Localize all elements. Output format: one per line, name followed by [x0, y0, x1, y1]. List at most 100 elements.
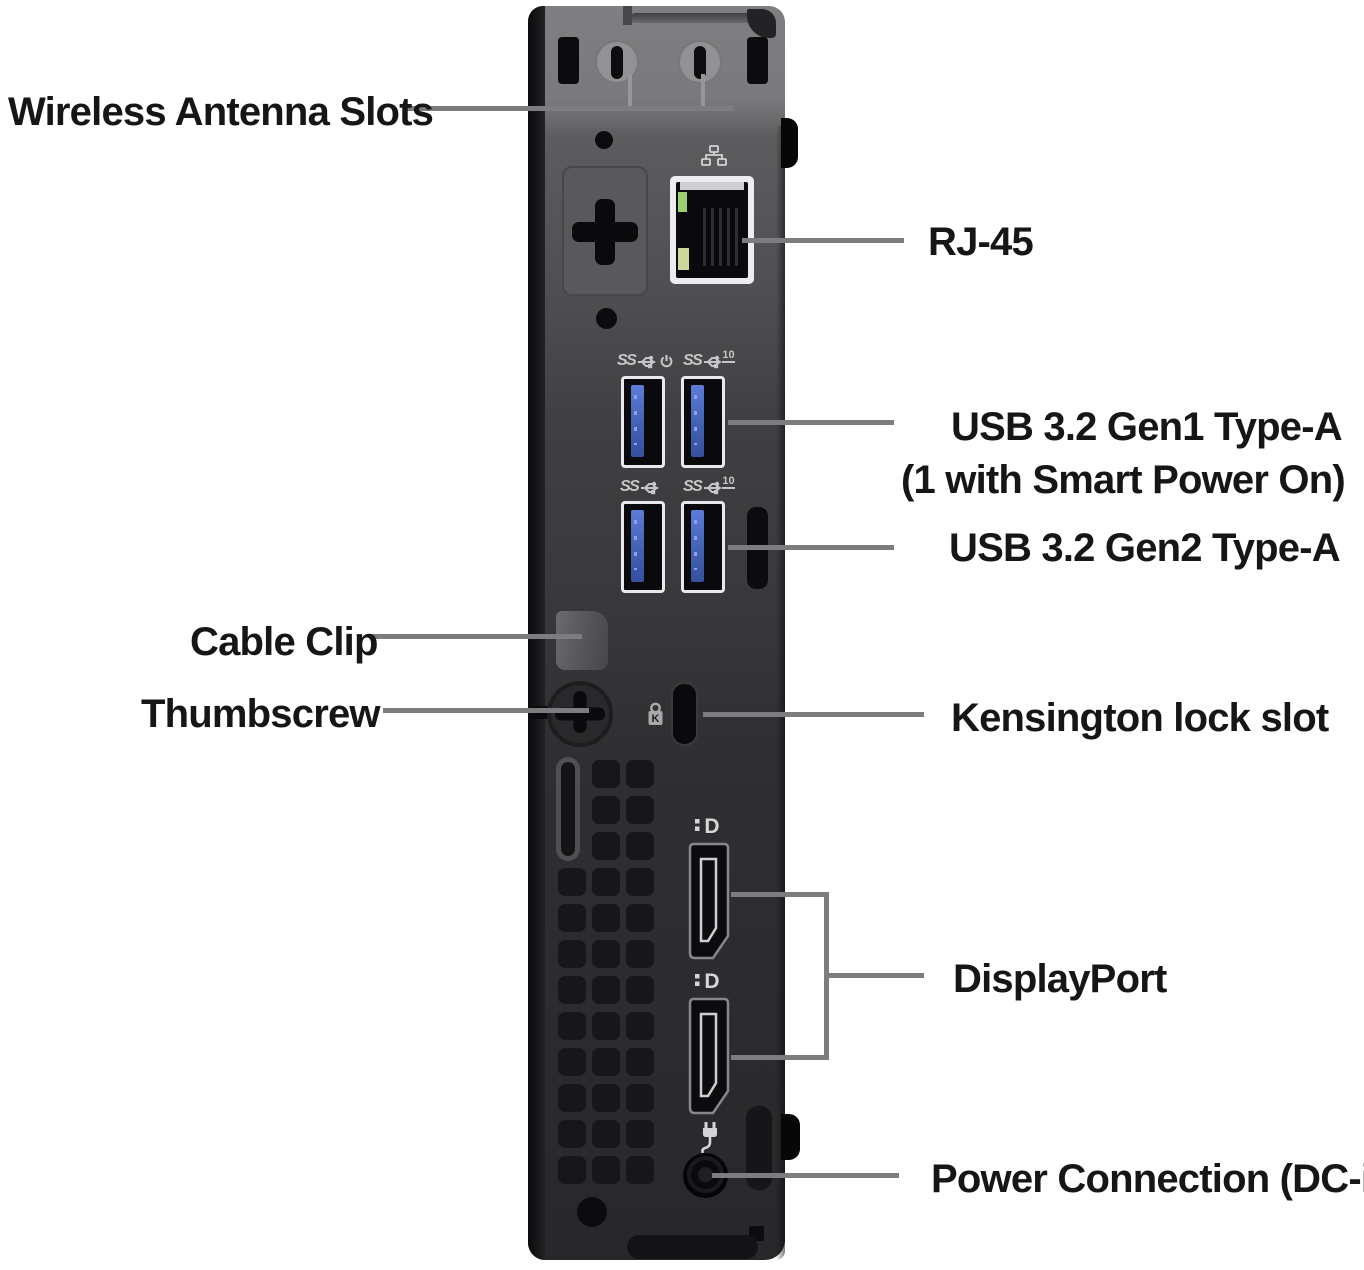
label-usb-gen1: USB 3.2 Gen1 Type-A [951, 405, 1343, 449]
vent-hole [626, 796, 654, 824]
vent-hole [626, 760, 654, 788]
vent-hole [558, 1156, 586, 1184]
vent-hole [592, 868, 620, 896]
label-usb-gen2: USB 3.2 Gen2 Type-A [949, 526, 1341, 570]
callout-line-rj45 [742, 238, 904, 243]
displayport-2 [688, 997, 730, 1115]
screw-hole [596, 308, 617, 329]
thumbscrew [547, 681, 613, 747]
cross-knockout-horizontal [572, 222, 638, 242]
usb-tongue [691, 510, 704, 582]
svg-text:K: K [652, 713, 660, 725]
screw-hole [595, 131, 613, 149]
callout-line-displayport-mid [829, 973, 924, 978]
ethernet-icon [701, 145, 727, 166]
rj45-jack-opening [676, 182, 748, 278]
vent-hole [592, 1012, 620, 1040]
superspeed-trident-icon [637, 354, 658, 370]
rj45-port [670, 176, 754, 284]
callout-line-wireless-antenna [404, 106, 734, 111]
displayport-logo-icon: D [695, 815, 720, 837]
antenna-callout-drop-2 [701, 74, 705, 108]
vent-hole [558, 868, 586, 896]
vent-hole [558, 940, 586, 968]
usb-port-gen2-top [681, 376, 725, 468]
vent-hole [626, 832, 654, 860]
superspeed-label: SS [683, 478, 703, 495]
superspeed-trident-icon [640, 480, 661, 496]
displayport-logo-icon: D [695, 970, 720, 992]
side-knob-bottom [781, 1114, 800, 1160]
bottom-screw-hole [577, 1197, 607, 1227]
usb-marking-gen1: SS [620, 476, 661, 496]
superspeed-label: SS [683, 352, 703, 369]
rj45-activity-led [678, 248, 689, 270]
usb-marking-smart-power: SS [617, 350, 673, 370]
usb-marking-gen2-top: SS 10 [683, 350, 735, 370]
antenna-knockout-slot [694, 46, 706, 79]
vent-hole [626, 1084, 654, 1112]
callout-line-displayport-2 [731, 1055, 829, 1060]
label-rj45: RJ-45 [928, 220, 1034, 264]
label-usb-gen1-note: (1 with Smart Power On) [901, 458, 1346, 502]
power-symbol-icon [660, 355, 673, 368]
displayport-1 [688, 842, 730, 960]
vent-hole [558, 1084, 586, 1112]
usb-marking-gen2-bottom: SS 10 [683, 476, 735, 496]
rj45-pins [703, 208, 739, 266]
usb-port-gen1 [621, 501, 665, 593]
top-seam-groove [630, 13, 772, 23]
vent-hole [626, 1120, 654, 1148]
gen2-speed-label: 10 [722, 349, 735, 363]
vent-hole [626, 940, 654, 968]
kensington-lock-icon: K [648, 702, 663, 725]
vent-hole [626, 904, 654, 932]
expansion-knockout-plate [562, 166, 648, 296]
vent-hole [626, 976, 654, 1004]
vent-hole [626, 1048, 654, 1076]
rj45-clip-tab [680, 182, 744, 190]
vent-hole [592, 904, 620, 932]
antenna-side-slot-right [747, 37, 768, 84]
callout-line-power [712, 1173, 899, 1178]
vent-hole [592, 760, 620, 788]
bottom-handle-recess [627, 1235, 758, 1259]
power-plug-icon [701, 1122, 717, 1154]
usb-tongue [631, 385, 644, 457]
vent-hole [558, 1048, 586, 1076]
vent-hole [592, 1120, 620, 1148]
svg-text:D: D [704, 815, 719, 837]
vent-hole [592, 832, 620, 860]
security-cable-loop [556, 757, 580, 861]
vent-grille [558, 760, 658, 1190]
antenna-side-slot-left [558, 37, 579, 84]
label-power-connection: Power Connection (DC-in) [931, 1157, 1364, 1201]
top-seam-notch [623, 6, 632, 25]
label-displayport: DisplayPort [953, 957, 1167, 1001]
callout-line-displayport-1 [731, 892, 829, 897]
side-knob-top [781, 118, 798, 168]
kensington-lock-slot [671, 682, 698, 746]
wireless-antenna-slot-1 [595, 40, 639, 84]
vent-hole [558, 976, 586, 1004]
vent-hole [626, 1012, 654, 1040]
vent-hole [558, 1120, 586, 1148]
gen2-speed-label: 10 [722, 475, 735, 489]
callout-line-usb-gen1 [728, 420, 894, 425]
vent-hole [592, 1048, 620, 1076]
superspeed-trident-icon [703, 480, 724, 496]
usb-port-gen1-smart-power [621, 376, 665, 468]
vent-hole [592, 796, 620, 824]
vent-hole [592, 976, 620, 1004]
label-kensington-lock-slot: Kensington lock slot [951, 696, 1329, 740]
callout-line-cable-clip [372, 634, 582, 639]
superspeed-trident-icon [703, 354, 724, 370]
vent-hole [592, 1084, 620, 1112]
label-thumbscrew: Thumbscrew [141, 692, 381, 736]
rj45-link-led [678, 192, 687, 212]
vent-hole [592, 1156, 620, 1184]
superspeed-label: SS [617, 352, 637, 369]
wireless-antenna-slot-2 [678, 40, 722, 84]
antenna-callout-drop-1 [628, 74, 632, 108]
